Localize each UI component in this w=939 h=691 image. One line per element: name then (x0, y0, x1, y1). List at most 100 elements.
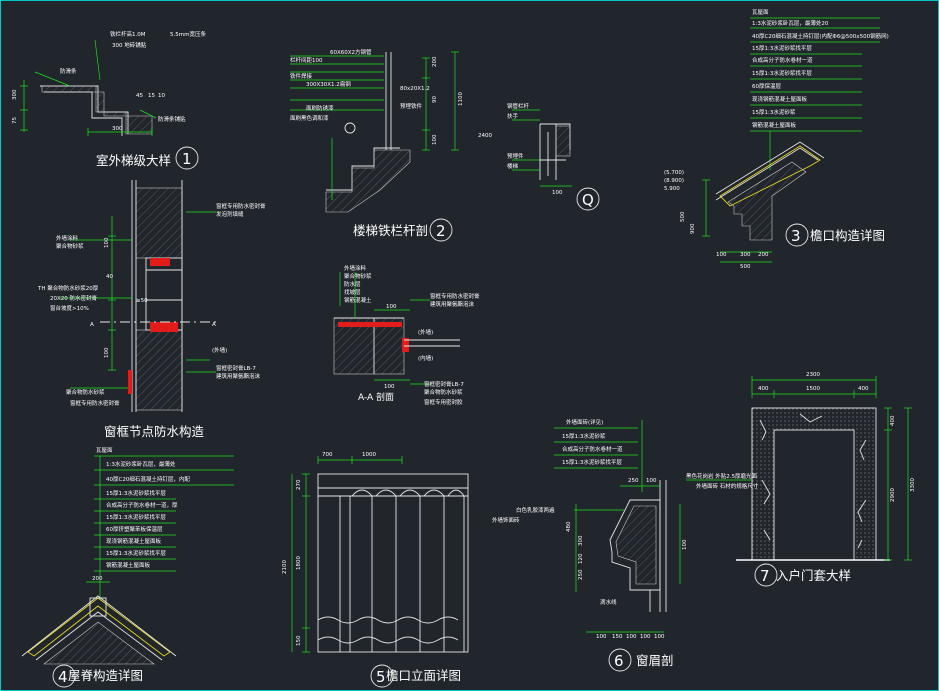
daa-note-6: (内墙) (418, 354, 433, 362)
d3-layer-2: 15厚1:3水泥砂浆找平层 (752, 44, 812, 52)
dq-note-2: 预埋件 (507, 152, 524, 160)
d7-dim-0: 250 (628, 478, 639, 484)
d4-dim-3: 100 (104, 347, 110, 358)
d3-layer-8: 钢筋混凝土屋面板 (752, 121, 797, 129)
d1-note-0: 铁栏杆高1.0M (110, 30, 146, 38)
d2-dim-2: 1100 (458, 92, 464, 106)
d5-number: 4 (58, 668, 68, 686)
d5-layer-1: 40厚C20细石混凝土持钉层，内配 (106, 475, 190, 483)
detail-3-eave: 瓦屋面 1:3水泥砂浆卧瓦层，最薄处20 40厚C20细石混凝土持钉层(内配Φ6… (664, 9, 889, 270)
detail-aa-section: 外墙涂料 聚合物砂浆 防水层 找坡层 钢筋混凝土 (外墙) (内墙) 窗框专用防… (333, 264, 480, 406)
d1-note-6: 10 (158, 93, 165, 99)
daa-title: A-A 剖面 (358, 391, 394, 403)
d7-dim-4: 120 (578, 553, 584, 564)
d1-dim-0: 300 (12, 89, 18, 100)
d7-dim-1: 100 (646, 478, 657, 484)
d6-dim-5: 2100 (282, 560, 288, 574)
d8-dim-0: 2300 (806, 372, 820, 378)
detail-5-eave-elevation: 700 1000 270 1800 150 2100 5 檐口立面详图 (282, 452, 469, 688)
d2-dim-4: 100 (432, 134, 438, 145)
d1-note-10: 防滑条铺贴 (158, 115, 186, 123)
d8-dim-1: 400 (758, 386, 769, 392)
d7-note-4: 白色乳胶漆两遍 (516, 506, 555, 514)
d6-dim-2: 270 (296, 479, 302, 490)
d2-note-7: 面刷黑色调和漆 (290, 114, 329, 122)
d4-note-11: 窗框密封膏LB-7 (216, 364, 256, 372)
d4-title: 窗框节点防水构造 (104, 424, 205, 439)
d6-dim-4: 150 (296, 635, 302, 646)
d7-note-1: 15厚1:3水泥砂浆 (562, 432, 606, 440)
d1-title: 室外梯级大样 (96, 153, 171, 168)
dq-note-3: 楼梯 (507, 162, 519, 170)
d4-note-6: 窗台坡度>10% (50, 304, 89, 312)
d8-note-1: 外墙面砖 石材的规格尺寸 (696, 482, 759, 490)
d3-dim-3: 500 (680, 211, 686, 222)
d3-dim-6: 300 (740, 252, 751, 258)
d1-note-5: 15 (148, 93, 155, 99)
d6-title: 檐口立面详图 (386, 668, 461, 683)
d5-header: 瓦屋面 (96, 447, 113, 454)
d3-number: 3 (791, 227, 801, 245)
d2-note-2: 300X30X1.2扁钢 (306, 80, 351, 88)
d1-note-3: 防滑条 (60, 67, 77, 75)
d3-layer-list: 1:3水泥砂浆卧瓦层，最薄处20 40厚C20细石混凝土持钉层(内配Φ6@500… (750, 19, 889, 132)
d8-title: 入户门套大样 (776, 568, 851, 583)
d7-note-5: 外墙饰面砖 (492, 516, 520, 524)
d5-dim-0: 200 (92, 576, 103, 582)
daa-note-5: (外墙) (418, 328, 433, 336)
d5-layer-3: 合成高分子防水卷材一道，厚 (106, 501, 178, 509)
d8-dim-5: 2900 (890, 488, 896, 502)
d7-dim-9: 100 (626, 634, 637, 640)
d2-note-0: 60X60X2方钢管 (330, 48, 372, 56)
d5-title: 屋脊构造详图 (68, 668, 143, 683)
detail-window-waterproof: 外墙涂料 聚合物砂浆 窗框专用防水密封膏 发泡剂填缝 TH 聚合物防水砂浆20厚… (37, 180, 266, 439)
d4-note-13: 聚合物防水砂浆 (66, 388, 105, 396)
d3-title: 檐口构造详图 (810, 228, 885, 243)
d7-note-6: 滴水线 (600, 598, 617, 606)
d6-dim-3: 1800 (296, 556, 302, 570)
d2-note-6: 面刷防锈漆 (306, 104, 334, 112)
d3-dim-5: 100 (716, 252, 727, 258)
daa-note-3: 找坡层 (344, 288, 361, 296)
d7-note-2: 合成高分子防水卷材一道 (562, 445, 623, 453)
d6-dim-0: 700 (322, 452, 333, 458)
daa-note-1: 聚合物砂浆 (344, 272, 372, 280)
d2-note-1: 栏杆间距100 (290, 56, 323, 64)
d3-header: 瓦屋面 (752, 9, 769, 16)
d7-number: 6 (614, 652, 624, 670)
d3-dim-1: (8.900) (664, 178, 684, 184)
d5-layer-list: 1:3水泥砂浆卧瓦层，最薄处 40厚C20细石混凝土持钉层，内配 15厚1:3水… (94, 460, 234, 572)
d4-dim-1: 40 (106, 274, 113, 280)
d4-note-12: 建筑用聚氨酯泡沫 (216, 372, 261, 380)
d8-note-0: 黑色花岗岩 外贴2.5厚磨光面 (686, 472, 757, 480)
daa-note-9: 窗框密封膏LB-7 (424, 380, 464, 388)
detail-4-ridge: 瓦屋面 1:3水泥砂浆卧瓦层，最薄处 40厚C20细石混凝土持钉层，内配 15厚… (21, 447, 234, 688)
d5-layer-4: 15厚1:3水泥砂浆找平层 (106, 513, 166, 521)
d3-layer-0: 1:3水泥砂浆卧瓦层，最薄处20 (752, 19, 829, 27)
d8-dim-4: 400 (890, 415, 896, 426)
d7-note-0: 外墙面砖(详见) (566, 418, 603, 426)
d2-title: 楼梯铁栏杆剖 (353, 223, 428, 238)
dq-note-0: 钢管栏杆 (507, 102, 530, 110)
d2-note-4: 铁件焊接 (290, 72, 313, 80)
d1-note-1: 5.5mm宽压条 (170, 30, 206, 38)
daa-note-2: 防水层 (344, 280, 361, 288)
d3-layer-1: 40厚C20细石混凝土持钉层(内配Φ6@500x500钢筋网) (752, 32, 889, 40)
d6-number: 5 (376, 668, 386, 686)
d7-dim-2: 480 (566, 521, 572, 532)
d4-note-2: 窗框专用防水密封膏 (216, 202, 266, 210)
d6-dim-1: 1000 (362, 452, 376, 458)
d4-note-1: 聚合物砂浆 (56, 242, 84, 250)
d7-note-3: 15厚1:3水泥砂浆找平层 (562, 458, 622, 466)
daa-note-0: 外墙涂料 (344, 264, 367, 272)
d2-note-3: 80x20X1.2 (400, 86, 430, 92)
d3-layer-7: 15厚1:3水泥砂浆 (752, 108, 796, 116)
d7-dim-11: 100 (654, 634, 665, 640)
dq-number: Q (582, 191, 594, 209)
d7-dim-8: 150 (612, 634, 623, 640)
d8-dim-3: 400 (858, 386, 869, 392)
d3-layer-5: 60厚保温层 (752, 82, 781, 90)
dq-dim: 100 (552, 190, 563, 196)
detail-6-window-lintel: 外墙面砖(详见) 15厚1:3水泥砂浆 合成高分子防水卷材一道 15厚1:3水泥… (492, 418, 688, 672)
